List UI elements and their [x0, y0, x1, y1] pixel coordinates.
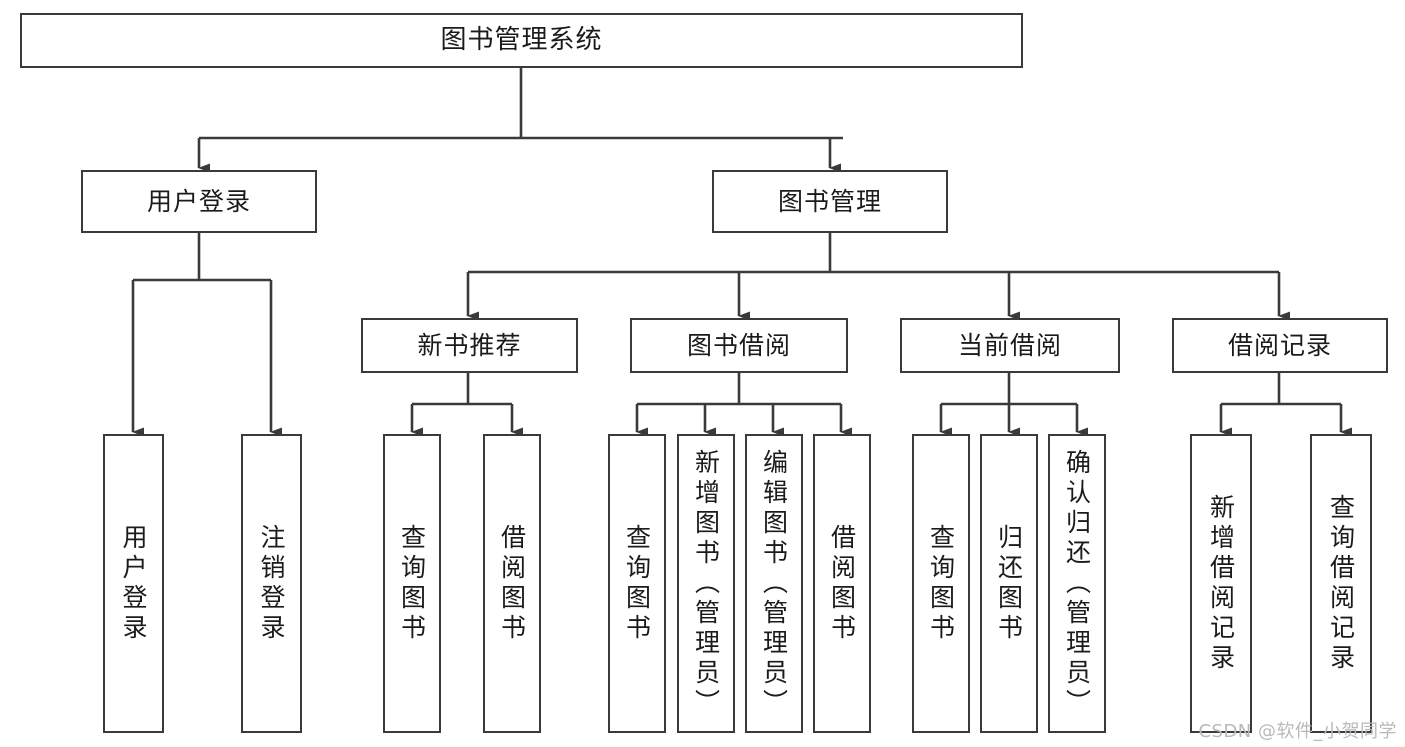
node-label: 查询借阅记录 [1326, 493, 1356, 674]
leaf-query-book-recommend[interactable]: 查询图书 [383, 434, 441, 733]
node-user-login[interactable]: 用户登录 [81, 170, 317, 233]
node-label: 借阅记录 [1227, 330, 1332, 360]
node-label: 查询图书 [397, 523, 427, 644]
node-label: 注销登录 [257, 523, 286, 644]
csdn-watermark: CSDN @软件_小贺同学 [1198, 721, 1397, 742]
node-label: 新增借阅记录 [1206, 493, 1236, 674]
node-label: 用户登录 [119, 523, 148, 644]
node-label: 编辑图书（管理员） [759, 448, 789, 719]
node-label: 确认归还（管理员） [1062, 448, 1092, 719]
node-book-borrow[interactable]: 图书借阅 [630, 318, 848, 373]
node-label: 新增图书（管理员） [691, 448, 721, 719]
leaf-confirm-return-admin[interactable]: 确认归还（管理员） [1048, 434, 1106, 733]
node-label: 新书推荐 [417, 330, 522, 360]
node-book-management[interactable]: 图书管理 [712, 170, 948, 233]
leaf-logout-login[interactable]: 注销登录 [241, 434, 302, 733]
node-root-book-management-system[interactable]: 图书管理系统 [20, 13, 1023, 68]
node-label: 借阅图书 [497, 523, 527, 644]
node-label: 归还图书 [994, 523, 1024, 644]
leaf-return-book[interactable]: 归还图书 [980, 434, 1038, 733]
node-label: 用户登录 [146, 186, 251, 216]
node-borrow-record[interactable]: 借阅记录 [1172, 318, 1388, 373]
node-label: 借阅图书 [827, 523, 857, 644]
leaf-query-book-borrow[interactable]: 查询图书 [608, 434, 666, 733]
leaf-borrow-book-recommend[interactable]: 借阅图书 [483, 434, 541, 733]
node-label: 图书借阅 [686, 330, 791, 360]
node-current-borrow[interactable]: 当前借阅 [900, 318, 1120, 373]
leaf-query-borrow-record[interactable]: 查询借阅记录 [1310, 434, 1372, 733]
leaf-add-book-admin[interactable]: 新增图书（管理员） [677, 434, 735, 733]
node-label: 查询图书 [622, 523, 652, 644]
node-label: 图书管理 [777, 186, 882, 216]
leaf-borrow-book-borrow[interactable]: 借阅图书 [813, 434, 871, 733]
leaf-query-book-current[interactable]: 查询图书 [912, 434, 970, 733]
leaf-add-borrow-record[interactable]: 新增借阅记录 [1190, 434, 1252, 733]
node-label: 当前借阅 [957, 330, 1062, 360]
node-label: 查询图书 [926, 523, 956, 644]
node-new-book-recommend[interactable]: 新书推荐 [361, 318, 578, 373]
node-label: 图书管理系统 [440, 25, 603, 56]
leaf-user-login[interactable]: 用户登录 [103, 434, 164, 733]
leaf-edit-book-admin[interactable]: 编辑图书（管理员） [745, 434, 803, 733]
